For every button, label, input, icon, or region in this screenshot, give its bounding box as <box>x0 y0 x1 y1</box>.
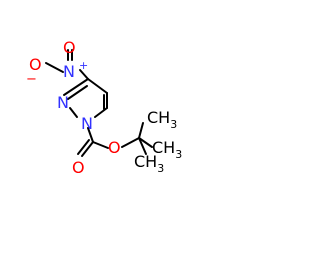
atom-carbonyl-o: O <box>72 158 85 177</box>
bond-c5-n1 <box>94 107 108 118</box>
atom-nitro-o-left: O <box>29 55 42 74</box>
charge-plus: + <box>79 59 88 72</box>
atom-nitro-n: N <box>63 62 75 81</box>
bond-c-methyl-1 <box>138 122 144 139</box>
bond-c-methyl-3 <box>138 137 147 155</box>
atom-ester-o: O <box>108 138 121 157</box>
atom-ring-n2: N <box>57 93 69 112</box>
bond-ester-o-quaternary-c <box>121 137 140 148</box>
charge-minus: − <box>26 72 37 87</box>
bonds <box>45 49 153 157</box>
atom-nitro-o-top: O <box>63 38 76 57</box>
bond-nitro-n-o-left <box>45 62 64 73</box>
atom-labels: N + O O − N N O O CH3 CH3 CH3 <box>26 38 182 177</box>
bond-c-methyl-2 <box>138 137 153 148</box>
bond-n2-c3 <box>63 78 89 96</box>
bond-n1-carbonyl-c <box>87 127 94 143</box>
bond-c3-nitro-n <box>79 69 89 80</box>
bond-carbonyl-c-o-a <box>81 141 94 157</box>
structure-canvas: N + O O − N N O O CH3 CH3 CH3 <box>26 38 182 177</box>
atom-ring-n1: N <box>81 114 93 133</box>
atom-methyl-3: CH3 <box>134 152 164 175</box>
bond-carbonyl-c-o-b <box>77 139 90 155</box>
atom-methyl-2: CH3 <box>152 138 182 161</box>
bond-n2-c3-inner <box>67 85 88 100</box>
molecule-drawing: N + O O − N N O O CH3 CH3 CH3 <box>26 38 182 177</box>
atom-methyl-1: CH3 <box>147 108 177 131</box>
bond-carbonyl-c-ester-o <box>92 141 109 149</box>
bond-n1-n2 <box>69 107 78 118</box>
bond-c3-c4 <box>87 78 108 94</box>
